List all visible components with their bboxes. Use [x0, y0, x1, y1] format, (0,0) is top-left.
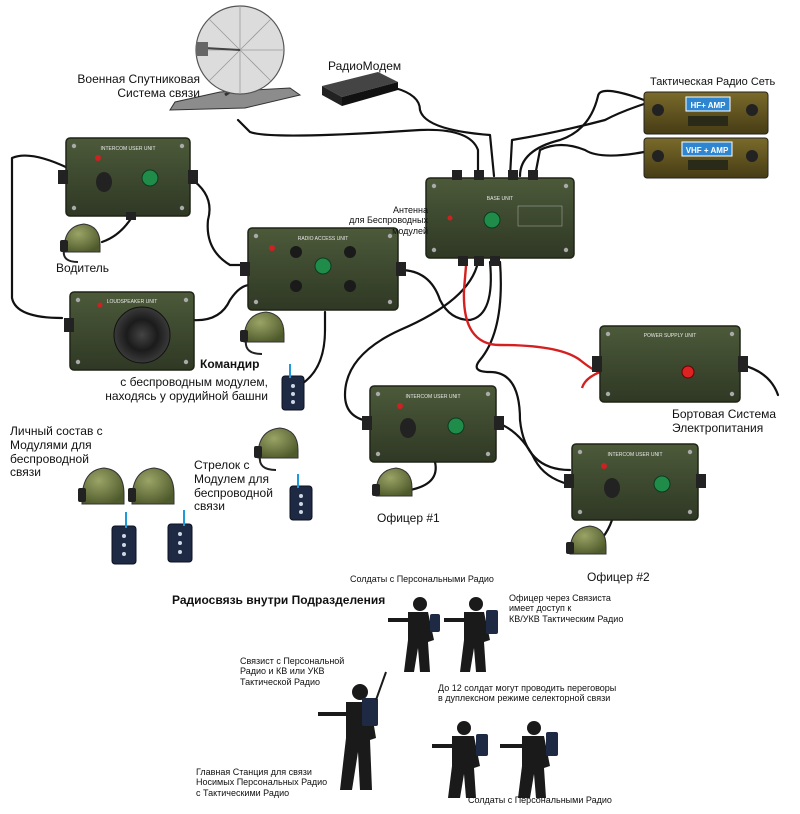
officer1-intercom-unit: INTERCOM USER UNIT — [362, 385, 504, 463]
satellite-dish — [169, 5, 302, 111]
cable-radioaccess-base — [398, 260, 492, 322]
driver-headset — [60, 223, 101, 263]
commander-headset — [240, 311, 285, 355]
soldier-signalman — [318, 671, 387, 790]
personnel-wireless-module-1 — [111, 512, 137, 565]
duplex-label: До 12 солдат могут проводить переговоры … — [438, 683, 617, 704]
main-station-label: Главная Станция для связи Носимых Персон… — [196, 767, 328, 798]
cable-vhf-base — [533, 143, 646, 178]
hf-radio: HF+ AMP — [643, 91, 769, 135]
officer2-intercom-unit: INTERCOM USER UNIT — [564, 443, 706, 521]
cables — [10, 86, 780, 550]
driver-label: Водитель — [56, 261, 110, 275]
soldier-top-left — [388, 597, 440, 672]
soldier-bottom-middle — [432, 721, 488, 798]
soldiers-top-label: Солдаты с Персональными Радио — [350, 574, 494, 584]
cable-driver-headset — [100, 215, 134, 244]
officer2-headset — [566, 525, 607, 555]
soldiers-bottom-label: Солдаты с Персональными Радио — [468, 795, 612, 805]
personnel-label: Личный состав с Модулями для беспроводно… — [10, 424, 103, 480]
power-supply-label: POWER SUPPLY UNIT — [644, 333, 697, 339]
cable-base-intercom1 — [343, 260, 480, 424]
vhf-radio: VHF + AMP — [643, 137, 769, 179]
vhf-amp-label: VHF + AMP — [686, 146, 729, 155]
soldier-silhouettes — [318, 597, 558, 798]
officer2-label: Офицер #2 — [587, 570, 650, 584]
gunner-label: Стрелок с Модулем для беспроводной связи — [194, 458, 273, 514]
personnel-headset-1 — [78, 467, 125, 505]
officer1-intercom-label: INTERCOM USER UNIT — [406, 394, 461, 400]
soldier-top-right — [444, 597, 498, 672]
officer-via-label: Офицер через Связиста имеет доступ к КВ/… — [509, 593, 624, 624]
officer2-intercom-label: INTERCOM USER UNIT — [608, 452, 663, 458]
radio-access-unit: RADIO ACCESS UNIT — [240, 227, 406, 311]
cable-satellite-base — [236, 118, 480, 178]
cable-radioaccess-commander — [298, 310, 327, 387]
driver-intercom-unit: INTERCOM USER UNIT — [58, 137, 198, 220]
soldier-bottom-right — [500, 721, 558, 798]
cable-speaker-radioaccess — [190, 283, 252, 322]
driver-intercom-label: INTERCOM USER UNIT — [101, 146, 156, 152]
gunner-wireless-module — [289, 474, 313, 521]
cable-intercom1-intercom2 — [493, 420, 570, 486]
unit-radio-title: Радиосвязь внутри Подразделения — [172, 593, 386, 607]
cable-hf-base — [518, 89, 646, 178]
hf-amp-label: HF+ AMP — [690, 101, 726, 110]
base-unit-label: BASE UNIT — [487, 196, 513, 202]
officer1-label: Офицер #1 — [377, 511, 440, 525]
radiomodem-label: РадиоМодем — [328, 59, 402, 73]
radio-access-label: RADIO ACCESS UNIT — [298, 236, 349, 242]
power-supply-unit: POWER SUPPLY UNIT — [592, 325, 748, 403]
cable-driver-unit-left — [10, 154, 70, 320]
antenna-label: Антенна для Беспроводных модулей — [349, 205, 428, 236]
tactical-net-label: Тактическая Радио Сеть — [650, 76, 776, 88]
personnel-headset-2 — [128, 467, 175, 505]
loudspeaker-label: LOUDSPEAKER UNIT — [107, 299, 158, 305]
personnel-wireless-module-2 — [167, 510, 193, 563]
commander-wireless-module — [281, 364, 305, 411]
radiomodem-device — [322, 72, 398, 106]
cable-hf-base-2 — [508, 102, 646, 178]
base-unit: BASE UNIT — [425, 170, 575, 266]
cable-radiomodem-base — [393, 86, 496, 178]
cable-intercom1-headset — [408, 460, 437, 492]
commander-title: Командир — [200, 357, 260, 371]
gunner-headset — [254, 427, 299, 471]
satellite-label: Военная Спутниковая Система связи — [77, 72, 200, 100]
power-system-label: Бортовая Система Электропитания — [672, 407, 777, 435]
power-cable — [462, 265, 601, 389]
signalman-label: Связист с Персональной Радио и КВ или УК… — [240, 656, 345, 687]
officer1-headset — [372, 467, 413, 497]
loudspeaker-unit: LOUDSPEAKER UNIT — [64, 291, 195, 371]
cable-driver-unit-right — [188, 176, 244, 267]
commander-description: с беспроводным модулем, находясь у оруди… — [105, 375, 268, 403]
